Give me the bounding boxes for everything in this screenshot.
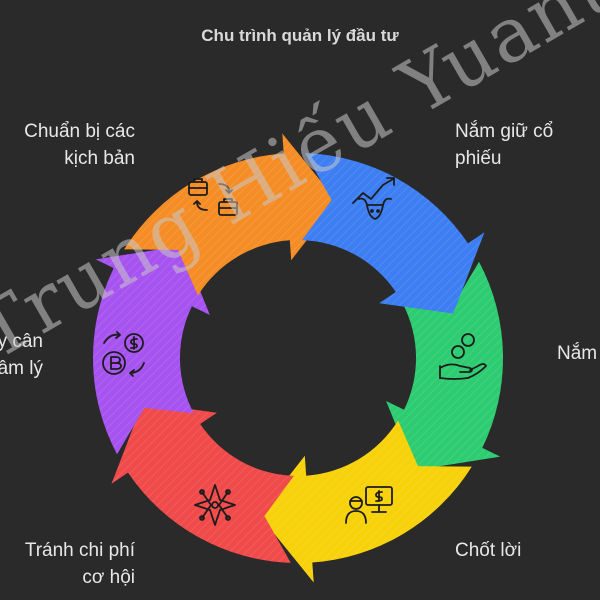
briefcase-swap-icon bbox=[188, 178, 238, 216]
compass-network-icon bbox=[194, 484, 236, 526]
stage-label-hold: Nắm bbox=[557, 343, 598, 364]
diagram-title: Chu trình quản lý đầu tư bbox=[201, 26, 399, 45]
hand-coins-icon bbox=[439, 333, 487, 380]
investor-monitor-icon bbox=[345, 486, 393, 524]
crypto-exchange-icon bbox=[102, 331, 145, 377]
segment-blue-texture bbox=[302, 153, 485, 314]
segment-purple-texture bbox=[92, 245, 210, 455]
stage-label-take-profit: Chốt lời bbox=[455, 540, 522, 561]
segment-red-texture bbox=[111, 402, 294, 563]
bull-chart-icon bbox=[352, 177, 395, 220]
